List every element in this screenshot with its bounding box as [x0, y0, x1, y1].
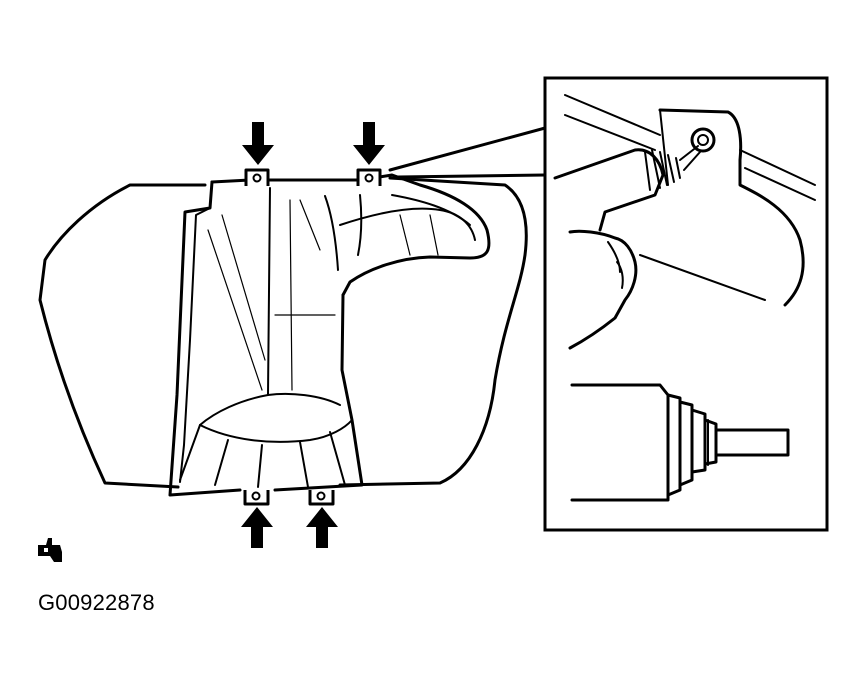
- detail-inset: [543, 76, 829, 532]
- body-panel-outline: [38, 176, 528, 489]
- figure-code: G00922878: [38, 590, 155, 615]
- hand-pointer-icon: [38, 538, 62, 562]
- mounting-tab-bottom-left: [243, 490, 270, 506]
- mounting-tab-top-left: [244, 168, 270, 186]
- arrow-down-icon: [242, 122, 274, 165]
- air-duct: [168, 173, 491, 497]
- callout-leader: [388, 126, 547, 179]
- mounting-tab-bottom-right: [308, 490, 335, 506]
- arrow-up-icon: [241, 507, 273, 548]
- mounting-tab-top-right: [356, 168, 382, 186]
- arrow-down-icon: [353, 122, 385, 165]
- arrow-up-icon: [306, 507, 338, 548]
